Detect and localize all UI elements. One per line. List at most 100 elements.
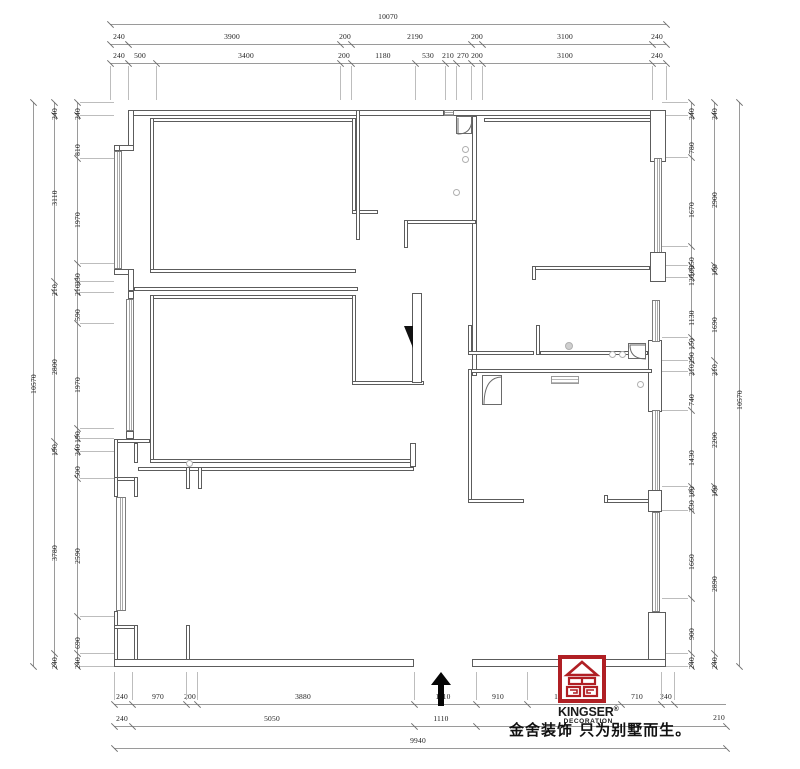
interior-wall: [150, 295, 356, 299]
interior-wall: [356, 110, 360, 240]
interior-wall: [472, 116, 477, 376]
right-inner-value-2: 1670: [687, 202, 696, 218]
bottom-overall-dimline: [114, 748, 726, 749]
top-chain2-value-6: 210: [442, 51, 454, 60]
left-inner-dimline: [77, 102, 78, 666]
left-inner-value-1: 810: [73, 144, 82, 156]
interior-wall: [404, 220, 408, 248]
fixture-dot: [462, 156, 469, 163]
company-logo: KINGSER® DECORATION: [558, 655, 619, 726]
bottom-chain2-dimline: [114, 726, 726, 727]
right-outer-value-1: 2900: [710, 192, 719, 208]
fixture-dot: [453, 189, 460, 196]
left-overall-value: 10570: [29, 374, 38, 394]
right-inner-value-8: 290: [687, 352, 696, 364]
bottom-overall-value: 9940: [410, 736, 426, 745]
left-outer-value-3: 2800: [50, 359, 59, 375]
left-outer-value-5: 3780: [50, 545, 59, 561]
bottom-chain2-value-1: 5050: [264, 714, 280, 723]
interior-wall: [114, 477, 118, 497]
wall-segment: [650, 252, 666, 282]
left-outer-value-4: 190: [50, 444, 59, 456]
window-top: [444, 110, 454, 116]
right-outer-dimline: [714, 102, 715, 666]
top-chain2-value-4: 1180: [375, 51, 391, 60]
interior-wall: [150, 269, 356, 273]
window-living-left: [116, 497, 126, 611]
brand-trademark: ®: [613, 706, 619, 713]
interior-wall: [134, 287, 358, 291]
left-outer-value-6: 240: [50, 657, 59, 669]
window-right-upper: [654, 158, 662, 254]
right-inner-value-6: 1130: [687, 310, 696, 326]
right-inner-value-10: 740: [687, 394, 696, 406]
wall-segment: [648, 612, 666, 662]
wall-segment: [650, 110, 666, 162]
interior-wall: [484, 118, 662, 122]
bottom-chain1-value-3: 3880: [295, 692, 311, 701]
right-inner-value-11: 1430: [687, 450, 696, 466]
interior-wall: [352, 295, 356, 385]
top-chain2-value-3: 200: [338, 51, 350, 60]
fixture-dot: [565, 342, 573, 350]
right-inner-value-13: 330: [687, 500, 696, 512]
seal-glyph: [563, 660, 601, 698]
left-outer-dimline: [54, 102, 55, 666]
wall-segment: [114, 145, 120, 151]
right-outer-value-3: 1690: [710, 317, 719, 333]
interior-wall: [352, 210, 378, 214]
top-chain1-value-0: 240: [113, 32, 125, 41]
top-chain2-value-7: 270: [457, 51, 469, 60]
interior-wall: [468, 499, 524, 503]
interior-wall: [536, 325, 540, 355]
interior-wall: [138, 467, 414, 471]
bottom-chain1-value-2: 200: [184, 692, 196, 701]
top-chain1-value-2: 200: [339, 32, 351, 41]
left-inner-value-0: 240: [73, 108, 82, 120]
top-chain2-value-8: 200: [471, 51, 483, 60]
right-inner-value-5: 120: [687, 274, 696, 286]
wall-segment: [128, 269, 134, 291]
exterior-wall-top-left: [128, 110, 444, 116]
right-inner-value-15: 900: [687, 628, 696, 640]
fixture-dot: [619, 351, 626, 358]
top-chain2-value-10: 240: [651, 51, 663, 60]
interior-wall: [532, 266, 650, 270]
top-overall-value: 10070: [378, 12, 398, 21]
left-inner-value-9: 500: [73, 466, 82, 478]
interior-wall: [412, 293, 422, 383]
door-swing-right-lower: [482, 375, 503, 406]
interior-wall: [540, 351, 648, 355]
left-outer-value-1: 3110: [50, 190, 59, 206]
fixture-dot: [462, 146, 469, 153]
window-right-mid-lower: [652, 410, 660, 494]
top-chain1-value-4: 200: [471, 32, 483, 41]
company-slogan: 金舍装饰 只为别墅而生。: [509, 721, 692, 739]
interior-wall: [352, 381, 424, 385]
right-overall-dimline: [739, 102, 740, 666]
interior-wall: [468, 369, 472, 503]
window-balcony-mid: [126, 299, 134, 431]
top-chain1-value-3: 2190: [407, 32, 423, 41]
wall-segment: [186, 625, 190, 663]
bottom-chain2-value-0: 240: [116, 714, 128, 723]
interior-wall: [114, 439, 118, 481]
window-right-lower: [652, 512, 660, 612]
bottom-chain1-value-8: 240: [660, 692, 672, 701]
left-inner-value-11: 690: [73, 637, 82, 649]
top-chain2-value-2: 3400: [238, 51, 254, 60]
top-chain2-value-5: 530: [422, 51, 434, 60]
right-overall-value: 10570: [735, 390, 744, 410]
door-swing-top-middle: [456, 116, 473, 135]
top-overall-dimline: [110, 24, 666, 25]
door-swing-solid: [404, 326, 413, 348]
right-inner-value-12: 100: [687, 486, 696, 498]
interior-wall: [404, 220, 476, 224]
window-right-mid-upper: [652, 300, 660, 342]
bottom-chain1-value-1: 970: [152, 692, 164, 701]
right-outer-value-0: 240: [710, 108, 719, 120]
interior-wall: [150, 118, 154, 273]
right-outer-value-8: 240: [710, 657, 719, 669]
wall-segment: [648, 490, 662, 512]
right-outer-value-7: 2890: [710, 576, 719, 592]
